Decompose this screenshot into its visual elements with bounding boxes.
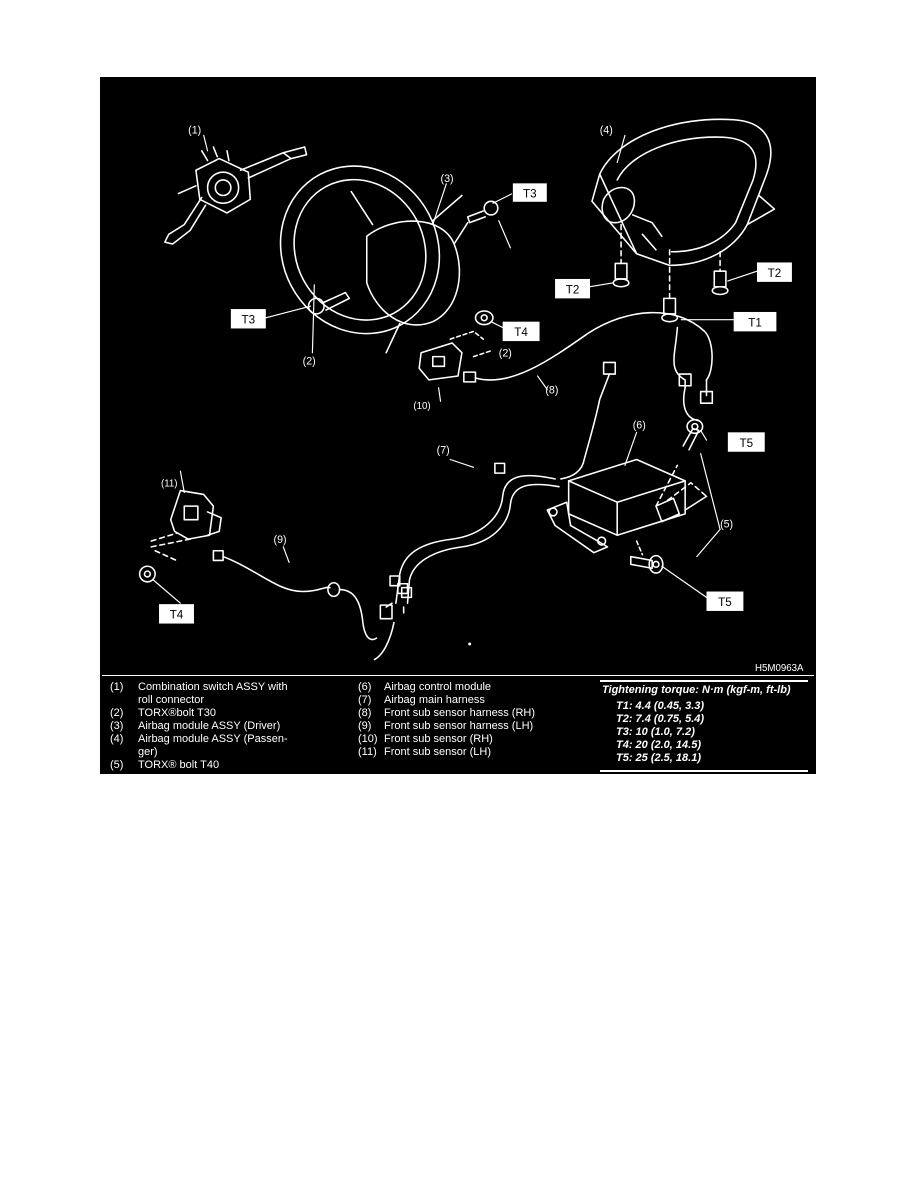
svg-text:T4: T4 xyxy=(170,609,184,622)
torx-bolts-drawing xyxy=(307,200,499,315)
torque-t3: T3: 10 (1.0, 7.2) xyxy=(616,726,695,738)
callout-3: (3) xyxy=(441,173,454,185)
tag-t1: T1 xyxy=(733,311,777,332)
dot-mark xyxy=(468,642,472,646)
svg-text:T2: T2 xyxy=(768,267,782,280)
legend-col1-row5: (4)Airbag module ASSY (Passen- xyxy=(110,733,288,745)
svg-text:T3: T3 xyxy=(523,187,537,200)
legend-col2-row3: (8)Front sub sensor harness (RH) xyxy=(358,707,535,719)
torque-t2: T2: 7.4 (0.75, 5.4) xyxy=(616,713,705,725)
callout-5: (5) xyxy=(720,518,733,530)
svg-text:T5: T5 xyxy=(740,437,754,450)
front-sub-sensor-lh-drawing xyxy=(138,489,222,583)
tag-t4-upper: T4 xyxy=(502,321,540,342)
callout-7: (7) xyxy=(437,445,450,457)
passenger-bolts-drawing xyxy=(612,223,729,323)
legend-col1-row1: (1)Combination switch ASSY with xyxy=(110,681,288,693)
legend-col1-row6: ger) xyxy=(138,746,158,758)
torque-specs-box: Tightening torque: N·m (kgf-m, ft-lb) T1… xyxy=(600,680,808,772)
torque-tags: T3 T3 T2 T2 T1 T4 xyxy=(159,182,792,624)
front-sub-sensor-harness-rh-drawing xyxy=(463,311,714,480)
torque-t1: T1: 4.4 (0.45, 3.3) xyxy=(616,700,705,712)
legend-col1-row2: roll connector xyxy=(138,694,205,706)
legend-col1-row7: (5)TORX® bolt T40 xyxy=(110,759,220,771)
front-sub-sensor-harness-lh-drawing xyxy=(212,549,378,641)
legend-col2-row1: (6)Airbag control module xyxy=(358,681,492,693)
tag-t3-lower: T3 xyxy=(230,309,266,329)
callout-6: (6) xyxy=(633,419,646,431)
legend-col2-row5: (10)Front sub sensor (RH) xyxy=(358,733,493,745)
callout-numbers: (1) (2) (2) (3) (4) (5) (6) (7) (8) (9) … xyxy=(161,124,733,546)
svg-text:T1: T1 xyxy=(748,317,762,330)
tag-t5-lower: T5 xyxy=(706,591,744,611)
svg-text:T5: T5 xyxy=(718,596,732,609)
tag-t2-left: T2 xyxy=(555,278,591,299)
tag-t3-upper: T3 xyxy=(511,182,548,203)
callout-10: (10) xyxy=(413,401,430,412)
callout-4: (4) xyxy=(600,124,613,136)
steering-wheel-drawing xyxy=(279,165,469,354)
airbag-exploded-diagram: T3 T3 T2 T2 T1 T4 xyxy=(138,118,804,674)
tag-t5-upper: T5 xyxy=(727,432,765,452)
leader-lines xyxy=(152,134,758,604)
torque-t4: T4: 20 (2.0, 14.5) xyxy=(616,739,701,751)
front-sub-sensor-rh-drawing xyxy=(418,310,494,381)
airbag-main-harness-drawing xyxy=(373,462,560,661)
airbag-control-module-drawing xyxy=(546,458,708,554)
legend-col2-row6: (11)Front sub sensor (LH) xyxy=(358,746,491,758)
legend-col1-row4: (3)Airbag module ASSY (Driver) xyxy=(110,720,281,732)
callout-11: (11) xyxy=(161,479,178,490)
diagram-frame: T3 T3 T2 T2 T1 T4 xyxy=(100,77,816,774)
diagram-code: H5M0963A xyxy=(755,663,804,674)
passenger-airbag-drawing xyxy=(591,118,776,267)
combination-switch-drawing xyxy=(164,146,308,245)
callout-8: (8) xyxy=(545,385,558,397)
torque-t5: T5: 25 (2.5, 18.1) xyxy=(616,752,701,764)
svg-text:T2: T2 xyxy=(566,284,580,297)
tag-t4-lower: T4 xyxy=(159,604,194,624)
callout-1: (1) xyxy=(188,124,201,136)
callout-9: (9) xyxy=(274,534,287,546)
tag-t2-right: T2 xyxy=(756,262,792,282)
svg-text:T3: T3 xyxy=(242,314,256,327)
torque-title: Tightening torque: N·m (kgf-m, ft-lb) xyxy=(602,684,791,696)
legend-panel: (1)Combination switch ASSY with roll con… xyxy=(102,675,814,773)
svg-text:T4: T4 xyxy=(514,326,528,339)
callout-2b: (2) xyxy=(499,348,512,360)
legend-col2-row2: (7)Airbag main harness xyxy=(358,694,485,706)
callout-2a: (2) xyxy=(303,355,316,367)
torx-t40-bolts-drawing xyxy=(630,418,704,574)
legend-col1-row3: (2)TORX®bolt T30 xyxy=(110,707,217,719)
legend-col2-row4: (9)Front sub sensor harness (LH) xyxy=(358,720,534,732)
